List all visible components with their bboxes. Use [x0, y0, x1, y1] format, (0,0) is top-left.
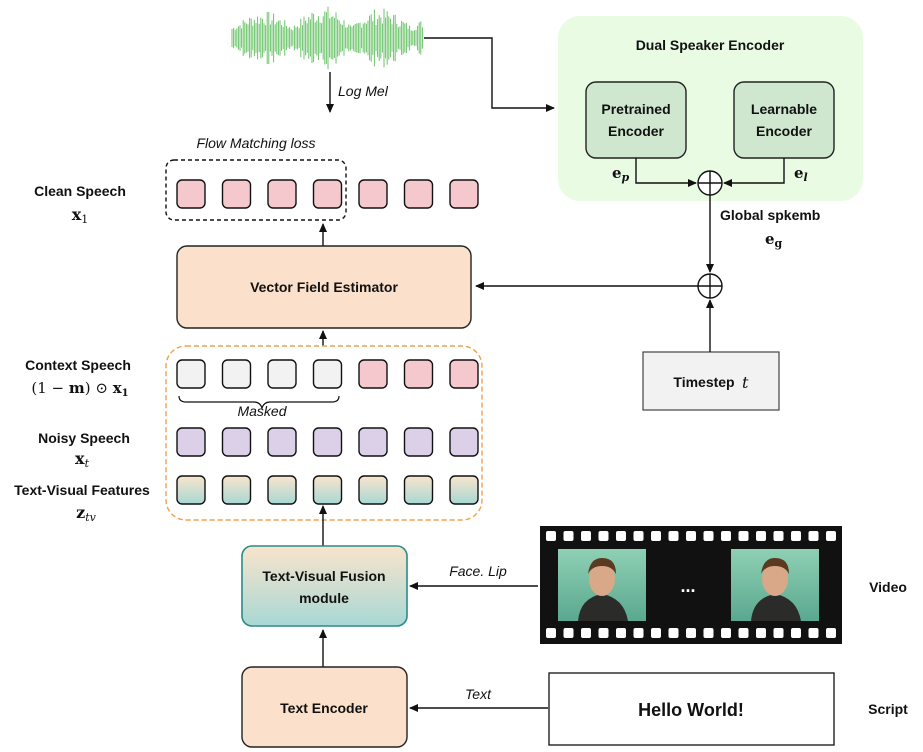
script-label: Script [868, 701, 908, 717]
script-text: Hello World! [638, 700, 744, 720]
masked-label: Masked [237, 403, 287, 419]
waveform-to-speaker-arrow [424, 37, 555, 112]
clean-token-2 [221, 179, 252, 209]
text-visual-feature-token-row [176, 475, 479, 505]
vector-field-estimator-box [176, 245, 472, 329]
learnable-encoder-box [733, 81, 835, 159]
noisy-token-6 [403, 427, 434, 457]
speaker-sum-icon [697, 170, 723, 196]
estimator-input-dashed-box [165, 345, 483, 521]
face-frame-left-image [558, 549, 646, 621]
pretrained-encoder-label-2: Encoder [608, 123, 665, 139]
noisy-token-1 [176, 427, 206, 457]
pretrained-encoder-label-1: Pretrained [601, 101, 670, 117]
video-label: Video [869, 579, 907, 595]
timestep-label: Timestep [673, 374, 734, 390]
masked-brace [178, 395, 340, 410]
tv-token-4 [312, 475, 343, 505]
face-frame-right-image [731, 549, 819, 621]
clean-speech-math: x1 [72, 205, 89, 226]
clean-speech-label: Clean Speech [34, 183, 126, 199]
vector-field-estimator-label: Vector Field Estimator [250, 279, 398, 295]
clean-speech-token-row [176, 179, 479, 209]
context-speech-math: (1 − m) ⊙ x1 [31, 379, 128, 399]
context-token-3 [267, 359, 297, 389]
flow-matching-loss-label: Flow Matching loss [196, 135, 315, 151]
dual-speaker-encoder-title: Dual Speaker Encoder [636, 37, 785, 53]
audio-waveform-icon [231, 6, 423, 70]
flow-loss-dashed-box [165, 159, 347, 221]
clean-token-7 [449, 179, 479, 209]
context-token-4 [312, 359, 343, 389]
context-token-2 [221, 359, 252, 389]
text-encoder-box [241, 666, 408, 748]
tv-token-2 [221, 475, 252, 505]
tv-token-3 [267, 475, 297, 505]
clean-token-5 [358, 179, 388, 209]
noisy-speech-label: Noisy Speech [38, 430, 130, 446]
context-speech-token-row [176, 359, 479, 389]
timestep-math: t [742, 373, 749, 392]
global-spkemb-label: Global spkemb [720, 207, 820, 223]
text-visual-features-math: ztv [76, 503, 97, 524]
text-encoder-label: Text Encoder [280, 700, 368, 716]
video-ellipsis: ... [680, 576, 695, 596]
text-arrow-label: Text [465, 686, 492, 702]
tv-token-5 [358, 475, 388, 505]
text-visual-features-label: Text-Visual Features [14, 482, 150, 498]
script-box [548, 672, 835, 746]
learnable-encoder-label-1: Learnable [751, 101, 817, 117]
clean-token-3 [267, 179, 297, 209]
pretrained-encoder-box [585, 81, 687, 159]
noisy-speech-math: xt [75, 449, 90, 470]
pretrained-to-sum-arrow [635, 158, 697, 187]
noisy-token-2 [221, 427, 252, 457]
global-spkemb-math: eg [765, 230, 783, 250]
text-visual-fusion-module-box [241, 545, 408, 627]
context-token-1 [176, 359, 206, 389]
noisy-token-5 [358, 427, 388, 457]
context-token-5 [358, 359, 388, 389]
face-lip-label: Face. Lip [449, 563, 507, 579]
tv-token-7 [449, 475, 479, 505]
log-mel-label: Log Mel [338, 83, 389, 99]
timestep-box [642, 351, 780, 411]
clean-token-4 [312, 179, 343, 209]
noisy-token-7 [449, 427, 479, 457]
context-token-6 [403, 359, 434, 389]
tv-token-1 [176, 475, 206, 505]
noisy-token-3 [267, 427, 297, 457]
timestep-sum-icon [697, 273, 723, 299]
noisy-token-4 [312, 427, 343, 457]
context-speech-label: Context Speech [25, 357, 131, 373]
tv-token-6 [403, 475, 434, 505]
fusion-module-label-2: module [299, 590, 349, 606]
context-token-7 [449, 359, 479, 389]
fusion-module-label-1: Text-Visual Fusion [262, 568, 385, 584]
noisy-speech-token-row [176, 427, 479, 457]
clean-token-1 [176, 179, 206, 209]
learnable-encoder-label-2: Encoder [756, 123, 813, 139]
clean-token-6 [403, 179, 434, 209]
learnable-to-sum-arrow [723, 158, 785, 187]
